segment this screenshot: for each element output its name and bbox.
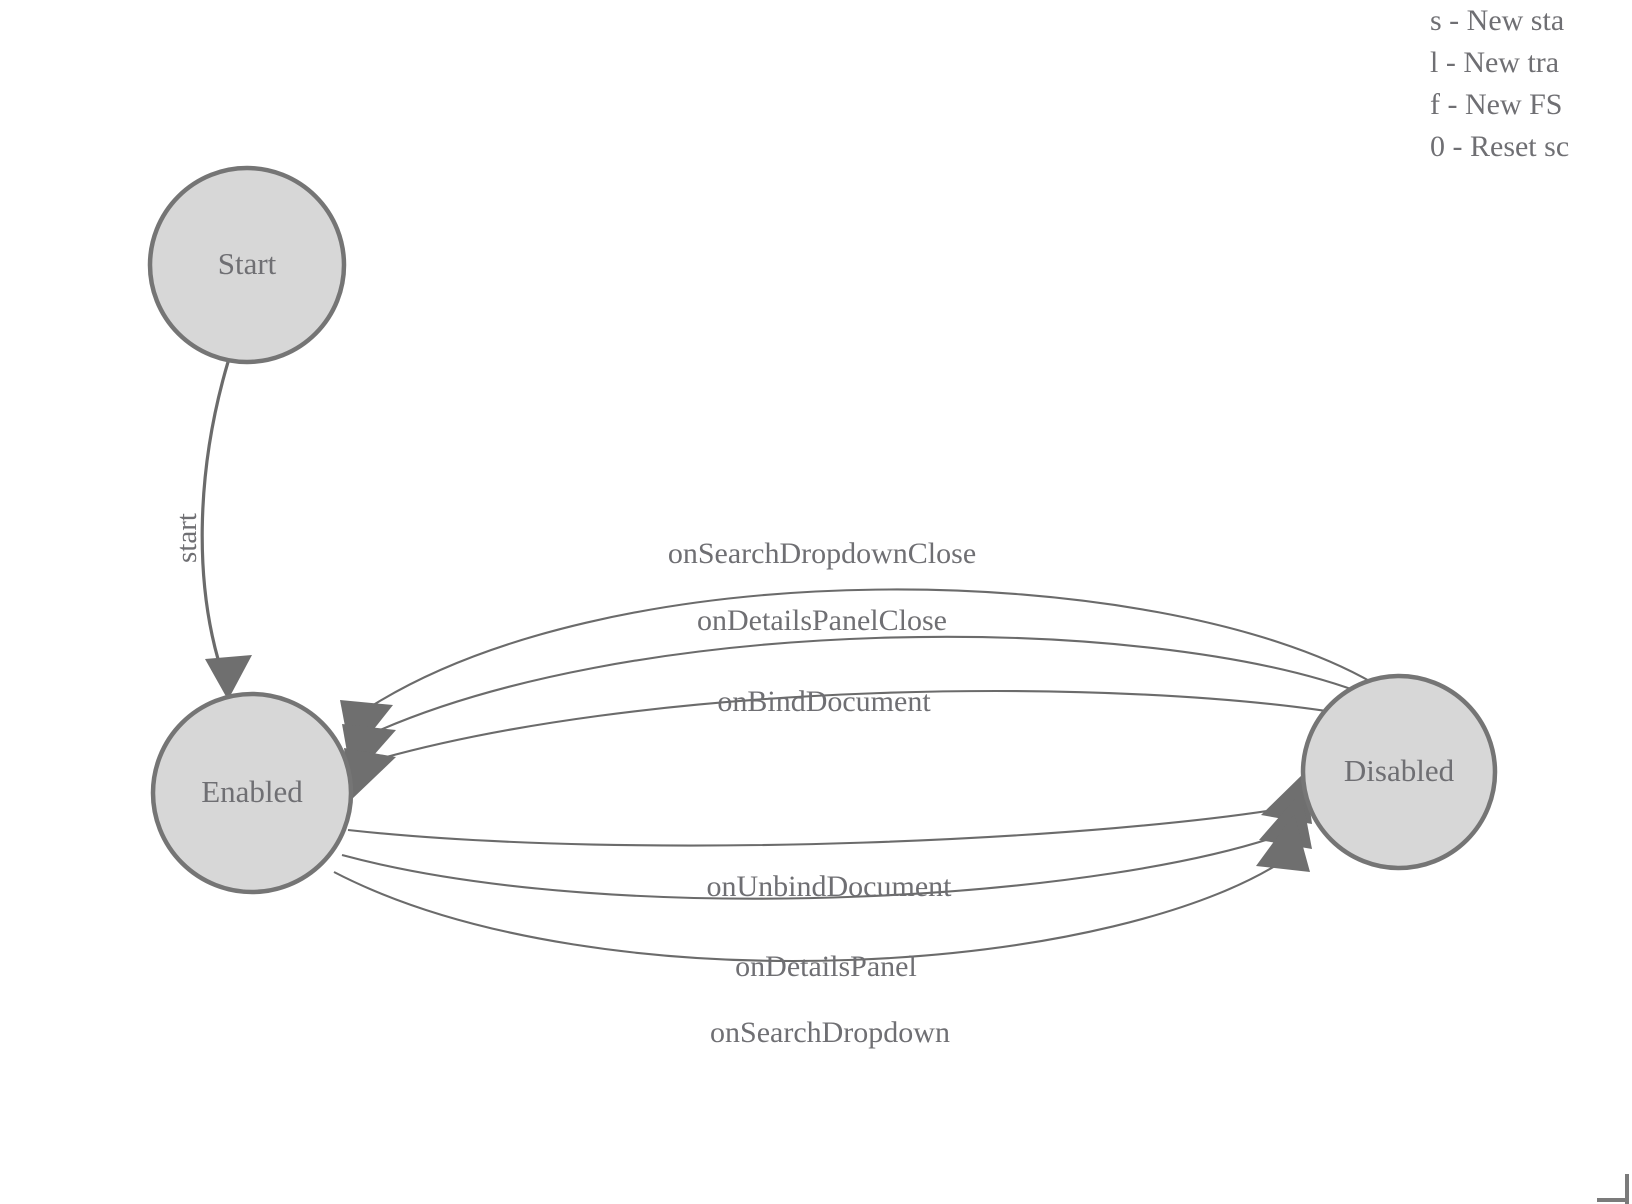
state-node-start[interactable]: Start — [147, 165, 347, 365]
resize-handle-horizontal-bar — [1597, 1198, 1629, 1202]
transition-label-on-details-panel-close: onDetailsPanelClose — [697, 604, 947, 637]
resize-handle[interactable] — [1597, 1174, 1632, 1204]
resize-handle-vertical-bar — [1625, 1174, 1629, 1204]
transition-edge-on-unbind-document[interactable] — [347, 803, 1305, 847]
transition-edge-on-details-panel[interactable] — [341, 827, 1301, 900]
transition-edge-on-bind-document[interactable] — [351, 690, 1358, 769]
state-label-start: Start — [218, 246, 277, 281]
state-circle-enabled[interactable] — [150, 691, 354, 895]
state-node-disabled[interactable]: Disabled — [1300, 673, 1498, 871]
transition-label-on-search-dropdown: onSearchDropdown — [710, 1016, 950, 1049]
transition-edge-on-search-dropdown-close[interactable] — [351, 588, 1374, 720]
arrowhead-on-search-dropdown — [1256, 814, 1310, 872]
transition-edge-on-search-dropdown[interactable] — [333, 851, 1297, 962]
state-label-enabled: Enabled — [201, 774, 303, 809]
transition-label-on-details-panel: onDetailsPanel — [735, 950, 917, 983]
transition-edge-start[interactable] — [200, 361, 230, 685]
arrowhead-start — [205, 655, 252, 700]
transition-label-on-bind-document: onBindDocument — [717, 685, 931, 718]
state-node-enabled[interactable]: Enabled — [150, 691, 354, 895]
transition-label-on-search-dropdown-close: onSearchDropdownClose — [668, 537, 976, 570]
state-circle-disabled[interactable] — [1300, 673, 1498, 871]
transition-edge-on-details-panel-close[interactable] — [353, 635, 1368, 743]
state-circle-start[interactable] — [147, 165, 347, 365]
transition-label-start: start — [171, 513, 203, 563]
state-label-disabled: Disabled — [1344, 753, 1455, 788]
arrowhead-on-bind-document — [344, 748, 396, 800]
transition-label-on-unbind-document: onUnbindDocument — [707, 870, 953, 903]
